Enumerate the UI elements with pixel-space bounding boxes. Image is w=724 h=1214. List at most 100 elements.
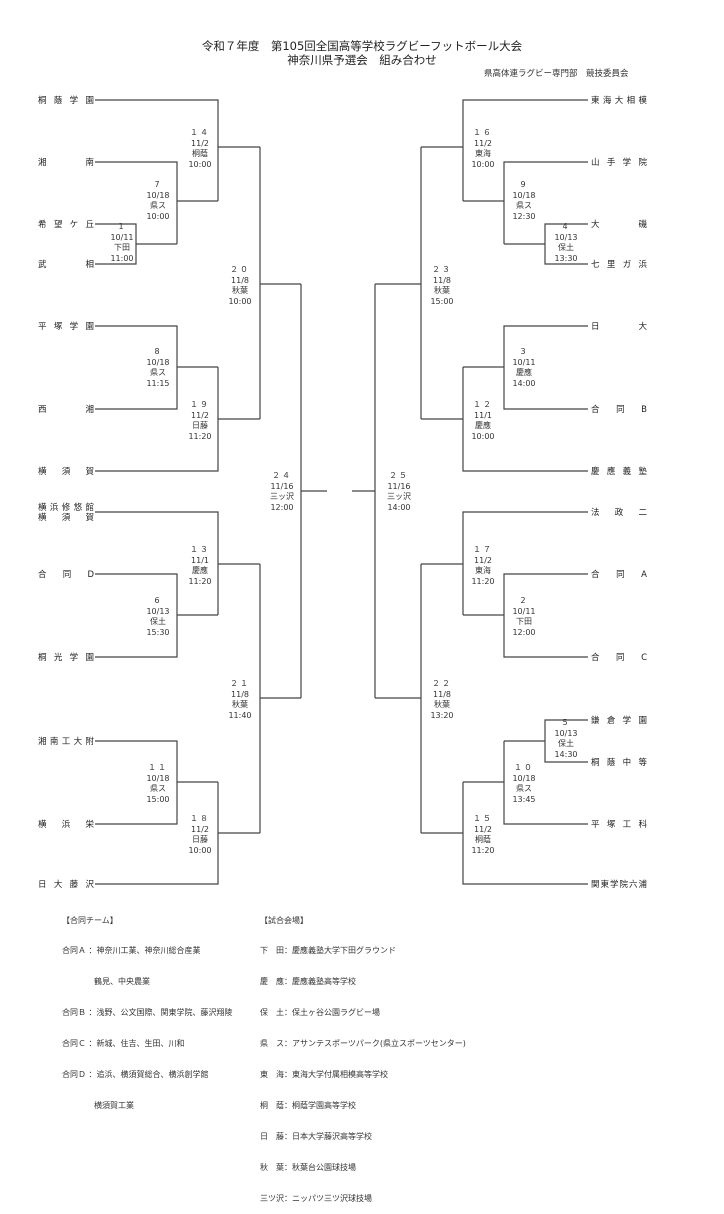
match-number: １０ [514, 763, 534, 772]
match-21: ２１ 11/8 秋葉 11:40 [215, 679, 265, 721]
match-25: ２５ 11/16 三ッ沢 14:00 [374, 471, 424, 513]
match-time: 10:00 [228, 296, 252, 306]
match-time: 10:00 [146, 211, 170, 221]
bracket-m23 [375, 147, 422, 419]
match-venue: 県ス [516, 201, 532, 210]
match-11: １１ 10/18 県ス 15:00 [133, 763, 183, 805]
venue-line: 県 ス：アサンテスポーツパーク(県立スポーツセンター) [260, 1039, 466, 1049]
match-time: 11:20 [188, 431, 212, 441]
match-number: １５ [473, 814, 493, 823]
match-date: 11/2 [191, 824, 209, 834]
match-venue: 桐蔭 [475, 835, 491, 844]
match-2: 2 10/11 下田 12:00 [499, 596, 549, 638]
match-3: 3 10/11 慶應 14:00 [499, 347, 549, 389]
match-10: １０ 10/18 県ス 13:45 [499, 763, 549, 805]
venue-line: 日 藤：日本大学藤沢高等学校 [260, 1131, 372, 1141]
match-number: ２０ [230, 265, 250, 274]
match-20: ２０ 11/8 秋葉 10:00 [215, 265, 265, 307]
match-15: １５ 11/2 桐蔭 11:20 [458, 814, 508, 856]
match-14: １４ 11/2 桐蔭 10:00 [175, 128, 225, 170]
match-venue: 保土 [558, 739, 574, 748]
match-number: 7 [154, 180, 162, 189]
joint-teams-line: 横須賀工業 [62, 1100, 134, 1110]
match-time: 10:00 [188, 159, 212, 169]
match-time: 10:00 [188, 845, 212, 855]
bracket-lines [95, 99, 588, 885]
match-number: ２５ [389, 471, 409, 480]
match-date: 11/16 [387, 481, 411, 491]
bracket-m17 [421, 511, 588, 615]
match-13: １３ 11/1 慶應 11:20 [175, 545, 225, 587]
match-venue: 三ッ沢 [387, 492, 411, 501]
match-5: 5 10/13 保土 14:30 [541, 718, 591, 760]
venues-legend: 【試合会場】 下 田：慶應義塾大学下田グラウンド 慶 應：慶應義塾高等学校 保 … [260, 895, 466, 1214]
match-time: 10:00 [471, 431, 495, 441]
match-date: 10/13 [146, 606, 170, 616]
team-left-8-line1: 横浜修悠館 [38, 503, 94, 513]
tournament-subtitle: 神奈川県予選会 組み合わせ [287, 53, 437, 67]
bracket-m19 [95, 367, 260, 472]
match-venue: 県ス [516, 784, 532, 793]
match-venue: 県ス [150, 201, 166, 210]
team-right-1: 東海大相模 [591, 96, 647, 106]
match-date: 10/11 [110, 232, 134, 242]
match-number: １６ [473, 128, 493, 137]
bracket-m4 [504, 223, 588, 265]
match-date: 11/2 [474, 138, 492, 148]
team-right-5: 日 大 [591, 322, 647, 332]
match-date: 11/8 [231, 275, 249, 285]
match-time: 13:20 [430, 710, 454, 720]
match-number: 6 [154, 596, 162, 605]
match-number: １１ [148, 763, 168, 772]
bracket-m8 [95, 325, 218, 410]
organizer: 県高体連ラグビー専門部 競技委員会 [484, 69, 629, 79]
match-date: 11/8 [231, 689, 249, 699]
match-number: １７ [473, 545, 493, 554]
match-venue: 秋葉 [434, 700, 450, 709]
bracket-m1 [95, 223, 177, 265]
match-date: 11/2 [191, 138, 209, 148]
match-venue: 日藤 [192, 835, 208, 844]
match-number: 9 [520, 180, 528, 189]
match-16: １６ 11/2 東海 10:00 [458, 128, 508, 170]
venues-heading: 【試合会場】 [260, 915, 308, 925]
match-date: 10/11 [512, 606, 536, 616]
match-date: 11/2 [191, 410, 209, 420]
match-date: 10/18 [146, 190, 170, 200]
match-number: 3 [520, 347, 528, 356]
match-time: 12:30 [512, 211, 536, 221]
venue-line: 秋 葉：秋葉台公園球技場 [260, 1162, 356, 1172]
venue-line: 下 田：慶應義塾大学下田グラウンド [260, 946, 396, 956]
bracket-m12 [421, 367, 588, 472]
match-time: 11:40 [228, 710, 252, 720]
match-date: 10/13 [554, 232, 578, 242]
match-number: ２３ [432, 265, 452, 274]
match-time: 14:00 [512, 378, 536, 388]
team-left-13: 日大藤沢 [38, 880, 94, 890]
team-right-7: 慶應義塾 [591, 467, 647, 477]
team-left-11: 湘南工大附 [38, 737, 94, 747]
team-left-8-line2: 横須賀 [38, 513, 94, 523]
match-18: １８ 11/2 日藤 10:00 [175, 814, 225, 856]
match-venue: 秋葉 [232, 700, 248, 709]
match-number: 5 [562, 718, 570, 727]
team-left-1: 桐蔭学園 [38, 96, 94, 106]
team-left-5: 平塚学園 [38, 322, 94, 332]
match-time: 14:30 [554, 749, 578, 759]
match-date: 11/2 [474, 555, 492, 565]
venue-line: 東 海：東海大学付属相模高等学校 [260, 1070, 388, 1080]
bracket-m13 [95, 511, 260, 615]
match-number: １８ [190, 814, 210, 823]
match-time: 15:30 [146, 627, 170, 637]
match-venue: 東海 [475, 149, 491, 158]
joint-teams-line: 合同Ｄ ：追浜、横須賀総合、横浜創学館 [62, 1070, 209, 1080]
tournament-title: 令和７年度 第105回全国高等学校ラグビーフットボール大会 [201, 39, 523, 53]
match-number: ２１ [230, 679, 250, 688]
match-time: 12:00 [512, 627, 536, 637]
match-date: 11/8 [433, 689, 451, 699]
match-date: 11/2 [474, 824, 492, 834]
match-date: 10/18 [146, 773, 170, 783]
match-12: １２ 11/1 慶應 10:00 [458, 400, 508, 442]
bracket-m20 [259, 147, 301, 419]
match-19: １９ 11/2 日藤 11:20 [175, 400, 225, 442]
